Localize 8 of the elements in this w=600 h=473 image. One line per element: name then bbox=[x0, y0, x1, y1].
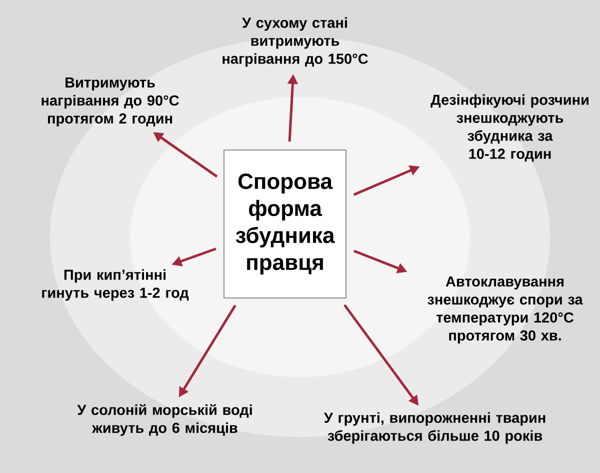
fact-text: Дезінфікуючі розчини знешкоджують збудника за 10-12 годин bbox=[430, 94, 588, 162]
fact-text: При кип’ятінні гинуть через 1-2 год bbox=[42, 269, 189, 301]
fact-text: У грунті, випорожненні тварин зберігаються більше 10 років bbox=[324, 412, 546, 444]
center-box: Спорова форма збудника правця bbox=[224, 150, 346, 298]
fact-text: У солоній морській воді живуть до 6 місяців bbox=[77, 404, 252, 436]
fact-text: Витримують нагрівання до 90°C протягом 2 годин bbox=[42, 78, 179, 126]
fact-text: У сухому стані витримують нагрівання до 150°C bbox=[222, 17, 368, 67]
fact-text: Автоклавування знешкоджує спори за температури 120°C протягом 30 хв. bbox=[428, 276, 583, 344]
